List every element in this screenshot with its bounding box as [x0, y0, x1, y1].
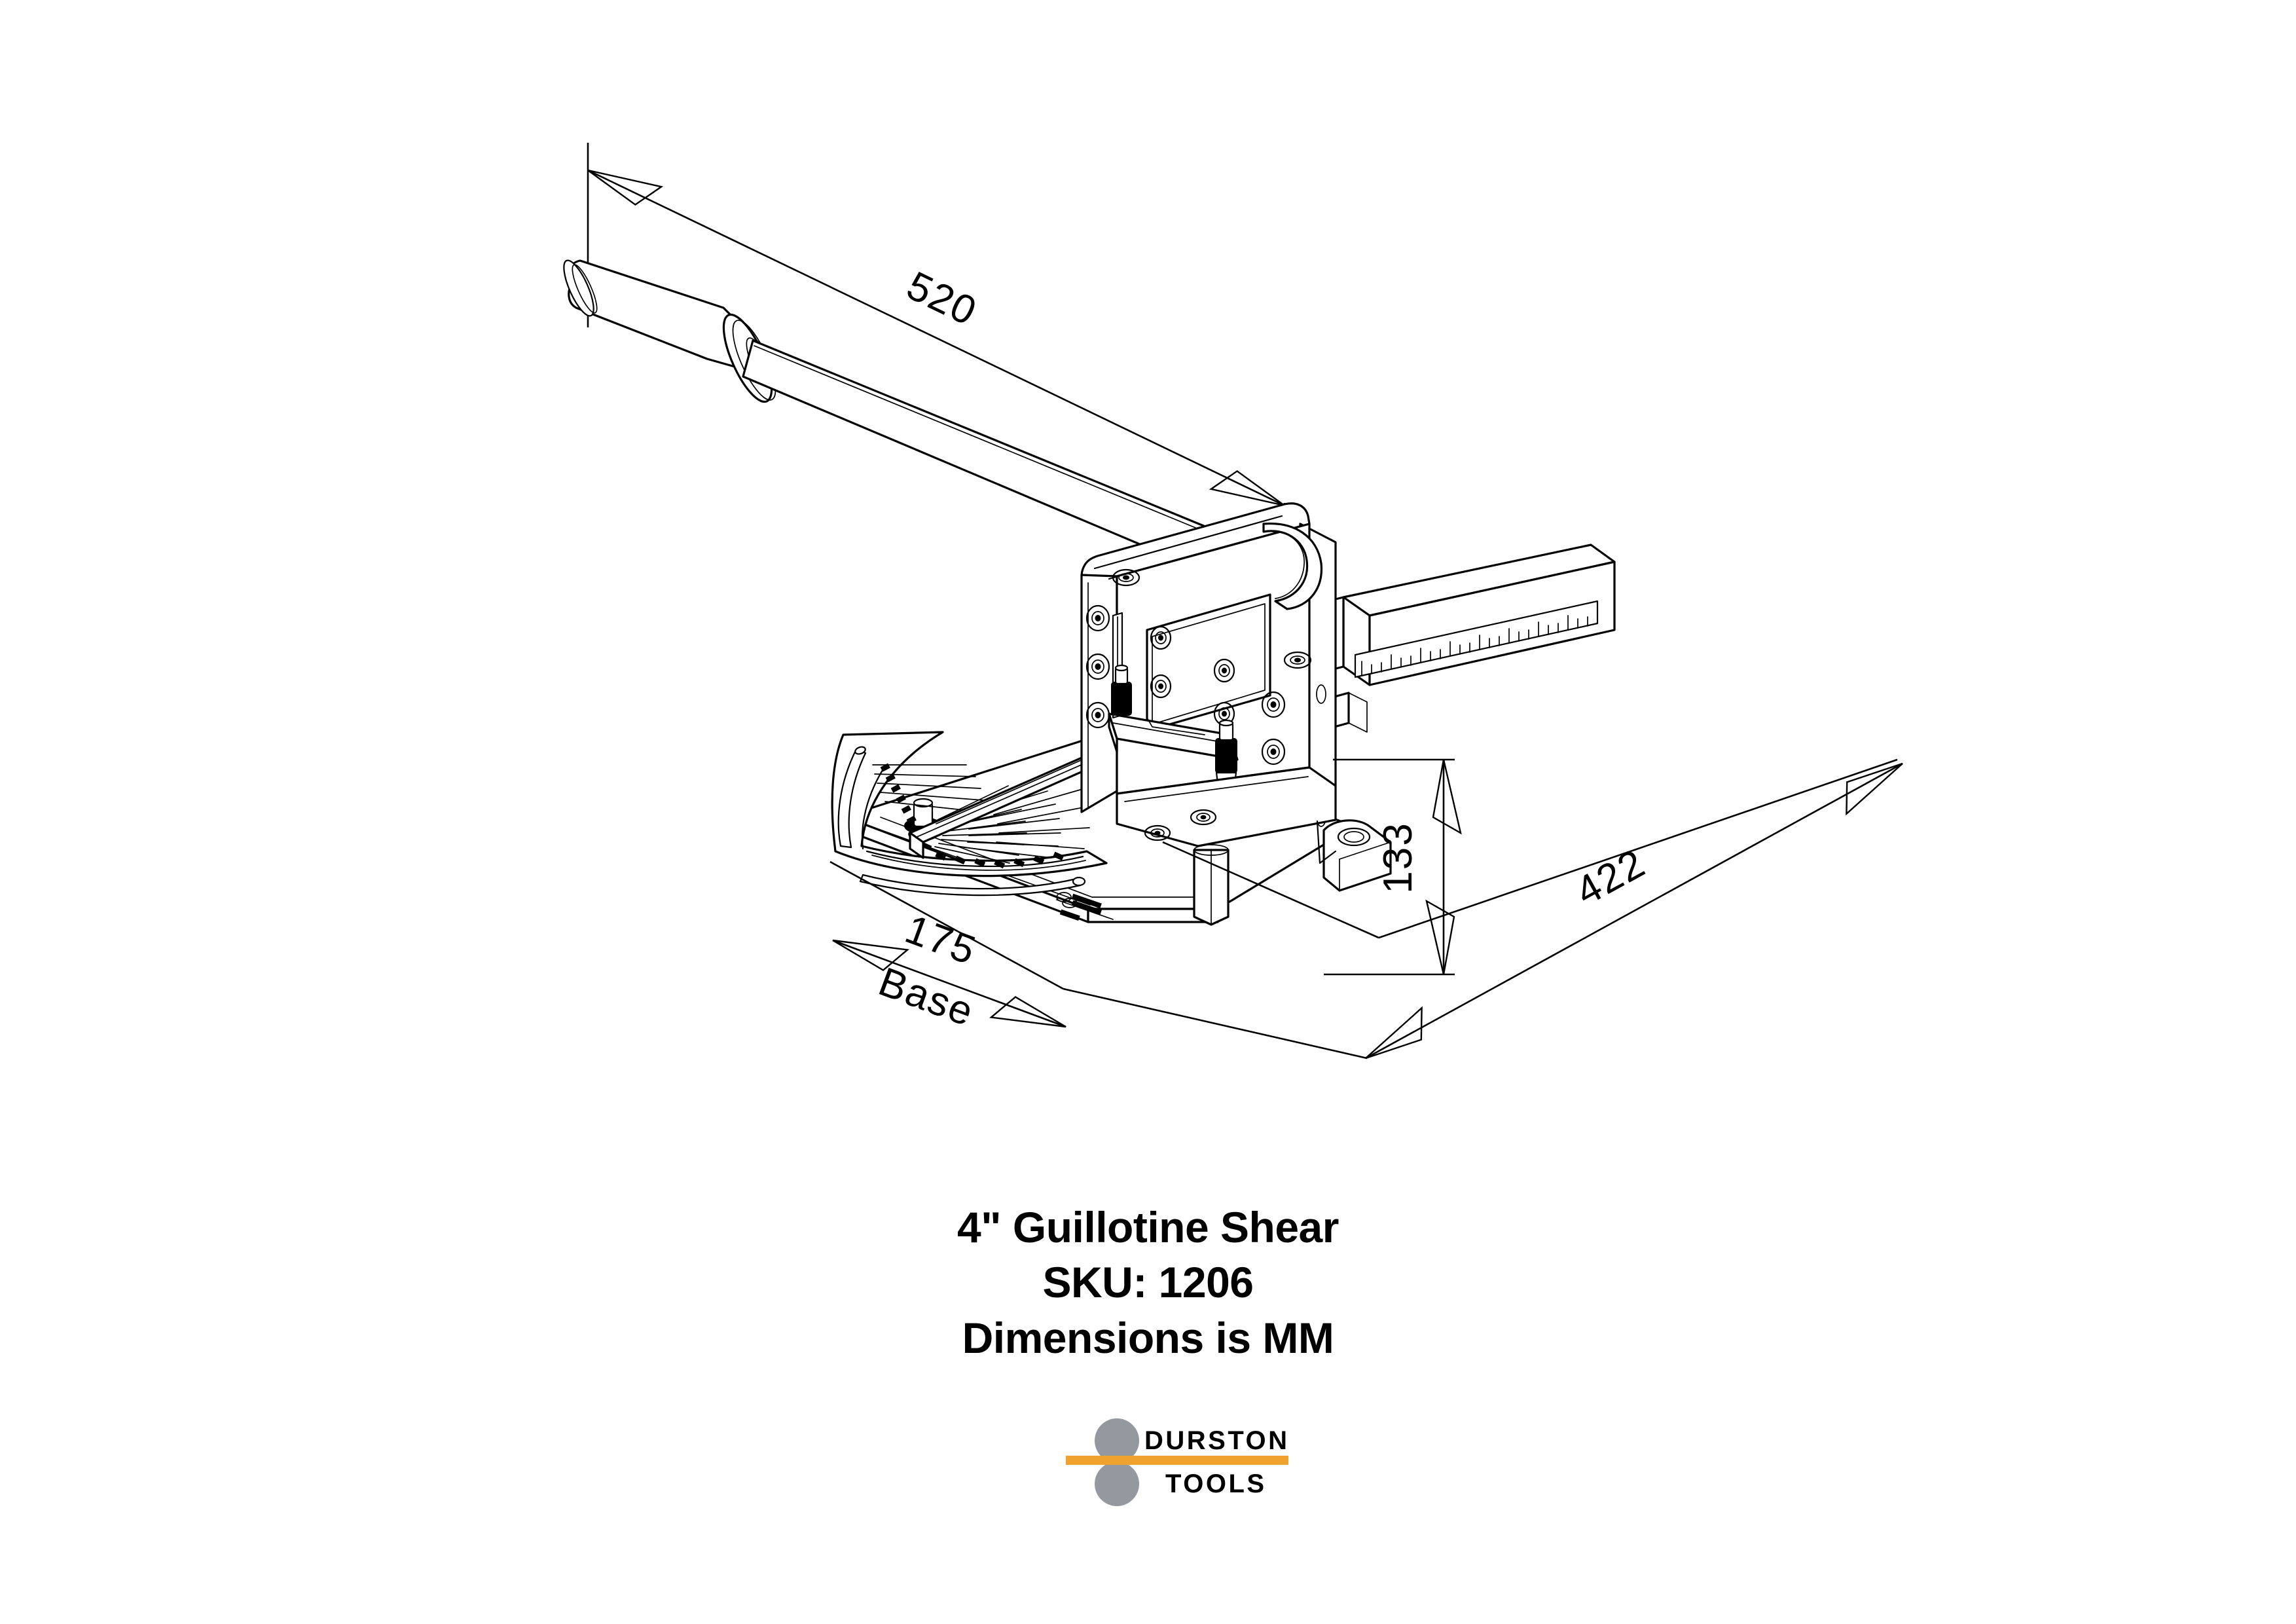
dimension-label-133: 133 — [1376, 822, 1421, 893]
logo-word-durston: DURSTON — [1144, 1426, 1290, 1455]
logo-roller-bottom-icon — [1095, 1462, 1139, 1506]
dimension-133: 133 — [1324, 758, 1462, 976]
mounting-foot — [1193, 819, 1392, 926]
logo-roller-top-icon — [1095, 1418, 1139, 1463]
ground-reference-outline — [829, 758, 1898, 1060]
protractor-degree-numerals — [880, 763, 1065, 869]
dimension-label-520: 520 — [900, 263, 985, 335]
title-block: 4" Guillotine Shear SKU: 1206 Dimensions… — [0, 1200, 2296, 1365]
engraved-logo — [1056, 892, 1114, 921]
sku-label: SKU: 1206 — [1042, 1258, 1254, 1307]
bolt-holes-top — [1112, 568, 1312, 669]
units-note: Dimensions is MM — [962, 1313, 1334, 1362]
ruler-scale-ticks — [1361, 615, 1588, 676]
bolt-holes-shelf — [1144, 809, 1217, 841]
main-frame — [1080, 502, 1337, 847]
dimension-label-175: 175 — [900, 906, 983, 974]
dimension-175-base: 175 Base — [828, 906, 1070, 1044]
bolt-holes-left — [1085, 604, 1110, 729]
product-name: 4" Guillotine Shear — [957, 1203, 1339, 1251]
dimension-label-422: 422 — [1569, 840, 1653, 914]
durston-tools-logo: DURSTON TOOLS — [1066, 1414, 1302, 1509]
logo-bar-icon — [1066, 1456, 1288, 1465]
logo-word-tools: TOOLS — [1165, 1469, 1267, 1498]
clamp-knob-left — [1111, 664, 1132, 716]
handle-pivot-boss — [1262, 522, 1323, 610]
dimension-422: 422 — [1357, 753, 1912, 1069]
bolt-holes-panel — [1150, 625, 1235, 726]
